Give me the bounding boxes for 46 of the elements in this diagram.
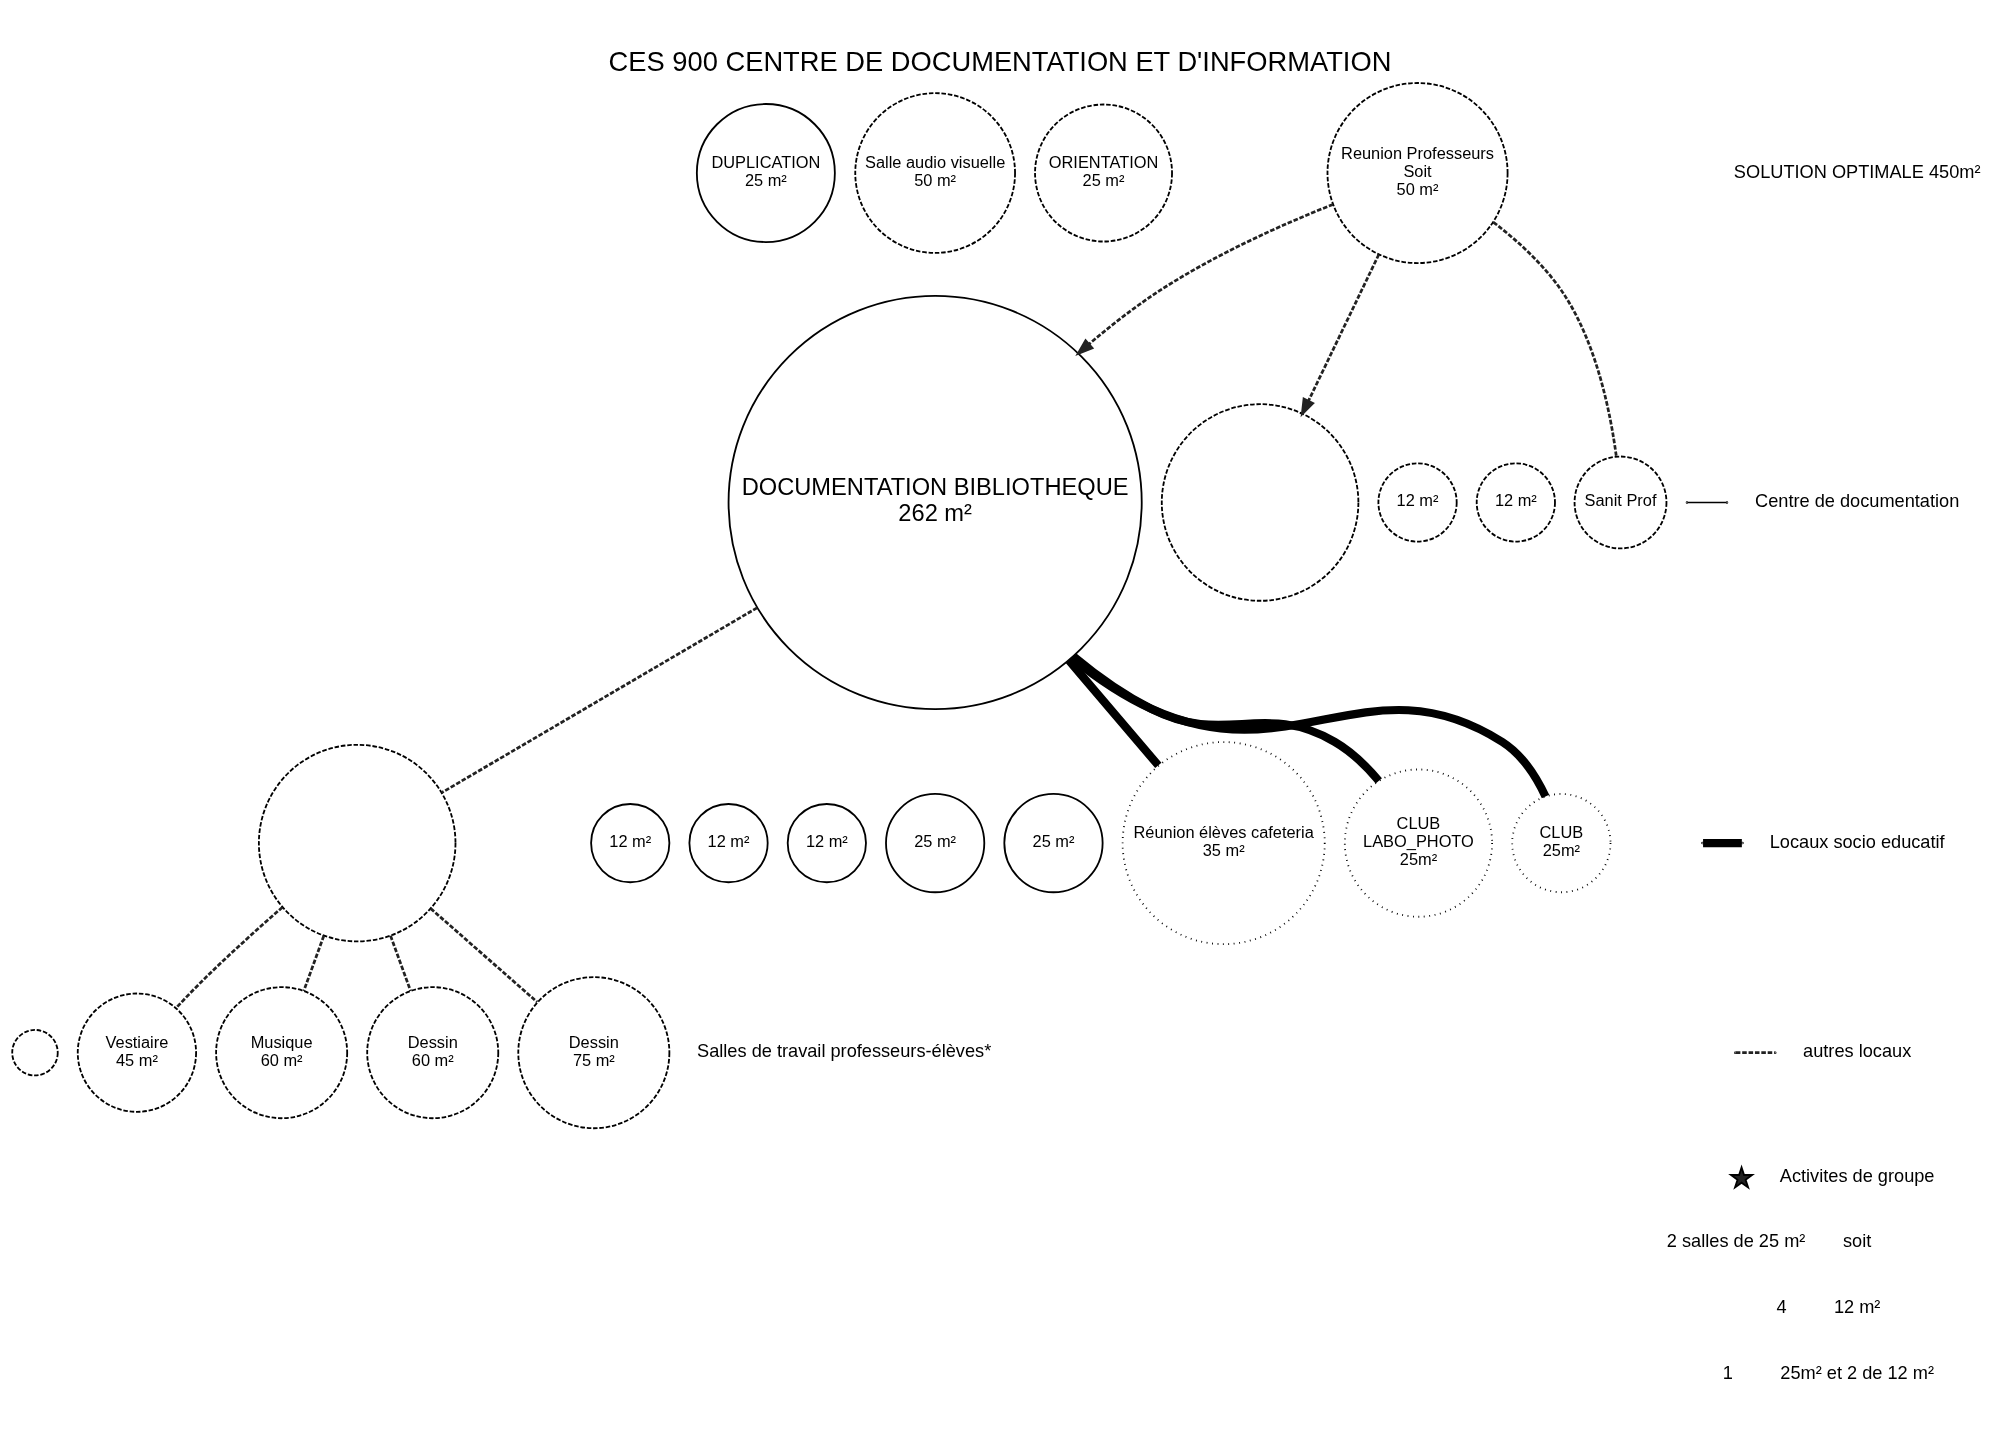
node-circle: 12 m² <box>688 803 769 884</box>
connector <box>429 907 539 1004</box>
node-circle: Dessin 75 m² <box>517 976 671 1130</box>
connector <box>175 906 284 1009</box>
legend-label: Activites de groupe <box>1779 1165 1935 1186</box>
node-circle: Vestiaire 45 m² <box>76 992 197 1113</box>
label: 12 m² <box>1833 1296 1881 1317</box>
label: 25m² et 2 de 12 m² <box>1780 1362 1934 1383</box>
connector <box>302 935 326 992</box>
label: 1 <box>1722 1362 1733 1383</box>
node-circle: Dessin 60 m² <box>366 986 500 1120</box>
node-circle: Sanit Prof <box>1573 455 1668 550</box>
connector <box>389 935 412 992</box>
node-circle: Reunion Professeurs Soit 50 m² <box>1326 82 1509 264</box>
node-circle: DUPLICATION 25 m² <box>695 103 836 243</box>
label: 2 salles de 25 m² <box>1666 1231 1806 1252</box>
label: 4 <box>1776 1296 1787 1317</box>
node-circle: DOCUMENTATION BIBLIOTHEQUE 262 m² <box>727 294 1143 710</box>
node-circle: 12 m² <box>1475 462 1556 543</box>
connector <box>1069 654 1550 799</box>
node-circle: 25 m² <box>885 793 986 894</box>
node-circle: CLUB LABO_PHOTO 25m² <box>1343 768 1493 918</box>
node-circle: Musique 60 m² <box>215 986 349 1120</box>
diagram-title: CES 900 CENTRE DE DOCUMENTATION ET D'INFORMATION <box>608 46 1392 78</box>
node-circle: Réunion élèves cafeteria 35 m² <box>1121 741 1326 946</box>
legend-label: Locaux socio educatif <box>1769 831 1945 852</box>
arrow <box>1075 203 1334 356</box>
node-circle: CLUB 25m² <box>1511 793 1612 894</box>
connector <box>1065 657 1162 769</box>
node-circle: 12 m² <box>1377 462 1458 543</box>
label: soit <box>1843 1231 1872 1252</box>
legend-label: Centre de documentation <box>1755 491 1960 512</box>
node-circle: 12 m² <box>590 803 671 884</box>
node-circle <box>257 743 457 943</box>
label: Salles de travail professeurs-élèves* <box>697 1041 992 1062</box>
arrow <box>1300 253 1381 418</box>
node-circle <box>11 1029 59 1077</box>
node-circle: 25 m² <box>1003 793 1104 894</box>
legend-label: autres locaux <box>1803 1041 1912 1062</box>
node-circle: ORIENTATION 25 m² <box>1034 103 1173 243</box>
node-circle <box>1160 403 1360 602</box>
connector <box>440 606 758 794</box>
label: SOLUTION OPTIMALE 450m² <box>1733 161 1981 182</box>
node-circle: 12 m² <box>786 803 867 884</box>
connector <box>1492 221 1618 457</box>
node-circle: Salle audio visuelle 50 m² <box>854 92 1016 254</box>
